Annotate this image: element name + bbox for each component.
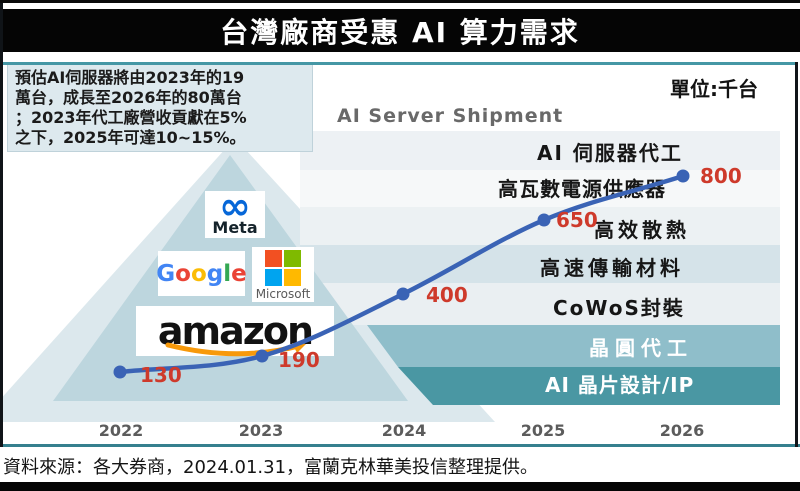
shipment-line-chart [113, 169, 690, 379]
layer-label-foundry: 晶圓代工 [589, 336, 693, 360]
microsoft-square-yellow [284, 268, 301, 286]
band-ai-server-oem [300, 131, 780, 170]
data-point-2025 [537, 213, 551, 227]
value-label-2023: 190 [278, 348, 320, 372]
unit-label: 單位:千台 [670, 77, 758, 101]
frame-top-line [0, 62, 797, 65]
microsoft-square-blue [265, 268, 282, 286]
band-chip-design [398, 367, 780, 405]
google-letter: o [190, 260, 207, 287]
note-line: 萬台，成長至2026年的80萬台 [15, 88, 242, 107]
layer-label-cowos: CoWoS封裝 [553, 296, 685, 320]
amazon-wordmark: amazon [157, 309, 314, 353]
microsoft-squares-icon [265, 249, 301, 286]
x-axis-year-2024: 2024 [381, 421, 427, 440]
google-letter: o [175, 260, 191, 287]
frame-right-line [795, 62, 798, 447]
band-cooling [300, 207, 780, 245]
google-wordmark: Google [156, 262, 246, 286]
layer-label-ai-server-oem: AI 伺服器代工 [537, 141, 683, 165]
value-label-2026: 800 [700, 164, 742, 188]
meta-logo-icon: ∞ Meta [205, 184, 265, 238]
note-line: 預估AI伺服器將由2023年的19 [15, 68, 245, 87]
meta-wordmark: Meta [212, 218, 258, 237]
bottom-black-bar [0, 482, 800, 491]
google-letter: e [231, 260, 247, 287]
forecast-note-box: 預估AI伺服器將由2023年的19 萬台，成長至2026年的80萬台 ；2023… [7, 63, 313, 152]
frame-left-line [0, 3, 3, 447]
google-logo-icon: Google [156, 251, 247, 296]
supply-chain-bands [300, 131, 780, 405]
frame-bottom-line [0, 444, 800, 447]
x-axis-year-2022: 2022 [98, 421, 144, 440]
x-axis-year-2023: 2023 [238, 421, 284, 440]
headline-bar: 台灣廠商受惠 AI 算力需求 [0, 9, 800, 52]
note-line: 之下，2025年可達10~15%。 [15, 128, 246, 147]
data-point-2024 [396, 287, 410, 301]
microsoft-square-green [284, 249, 301, 267]
x-axis-year-2025: 2025 [520, 421, 566, 440]
chart-title: AI Server Shipment [337, 105, 564, 127]
amazon-logo-icon: amazon [136, 306, 334, 357]
layer-label-chip-design: AI 晶片設計/IP [545, 373, 695, 397]
microsoft-logo-icon: Microsoft [252, 247, 314, 302]
band-power-supply [300, 170, 780, 207]
value-label-2025: 650 [556, 208, 598, 232]
microsoft-wordmark: Microsoft [255, 286, 311, 301]
value-label-2022: 130 [140, 363, 182, 387]
layer-label-cooling: 高效散熱 [594, 218, 690, 242]
page-title: 台灣廠商受惠 AI 算力需求 [220, 15, 580, 49]
google-letter: G [156, 260, 176, 287]
x-axis-year-2026: 2026 [659, 421, 705, 440]
data-point-2022 [113, 365, 127, 379]
data-point-2023 [255, 349, 269, 363]
band-transmission [300, 245, 780, 283]
microsoft-square-red [265, 249, 282, 267]
google-letter: l [223, 260, 232, 287]
shipment-line [119, 173, 684, 375]
band-foundry [367, 325, 780, 367]
google-letter: g [206, 260, 224, 287]
source-note: 資料來源：各大券商，2024.01.31，富蘭克林華美投信整理提供。 [3, 457, 539, 478]
data-point-2026 [676, 169, 690, 183]
top-rule [0, 0, 800, 3]
note-line: ；2023年代工廠營收貢獻在5% [15, 108, 247, 127]
meta-infinity-icon: ∞ [219, 184, 251, 228]
value-label-2024: 400 [426, 283, 468, 307]
layer-label-transmission: 高速傳輸材料 [540, 256, 684, 280]
